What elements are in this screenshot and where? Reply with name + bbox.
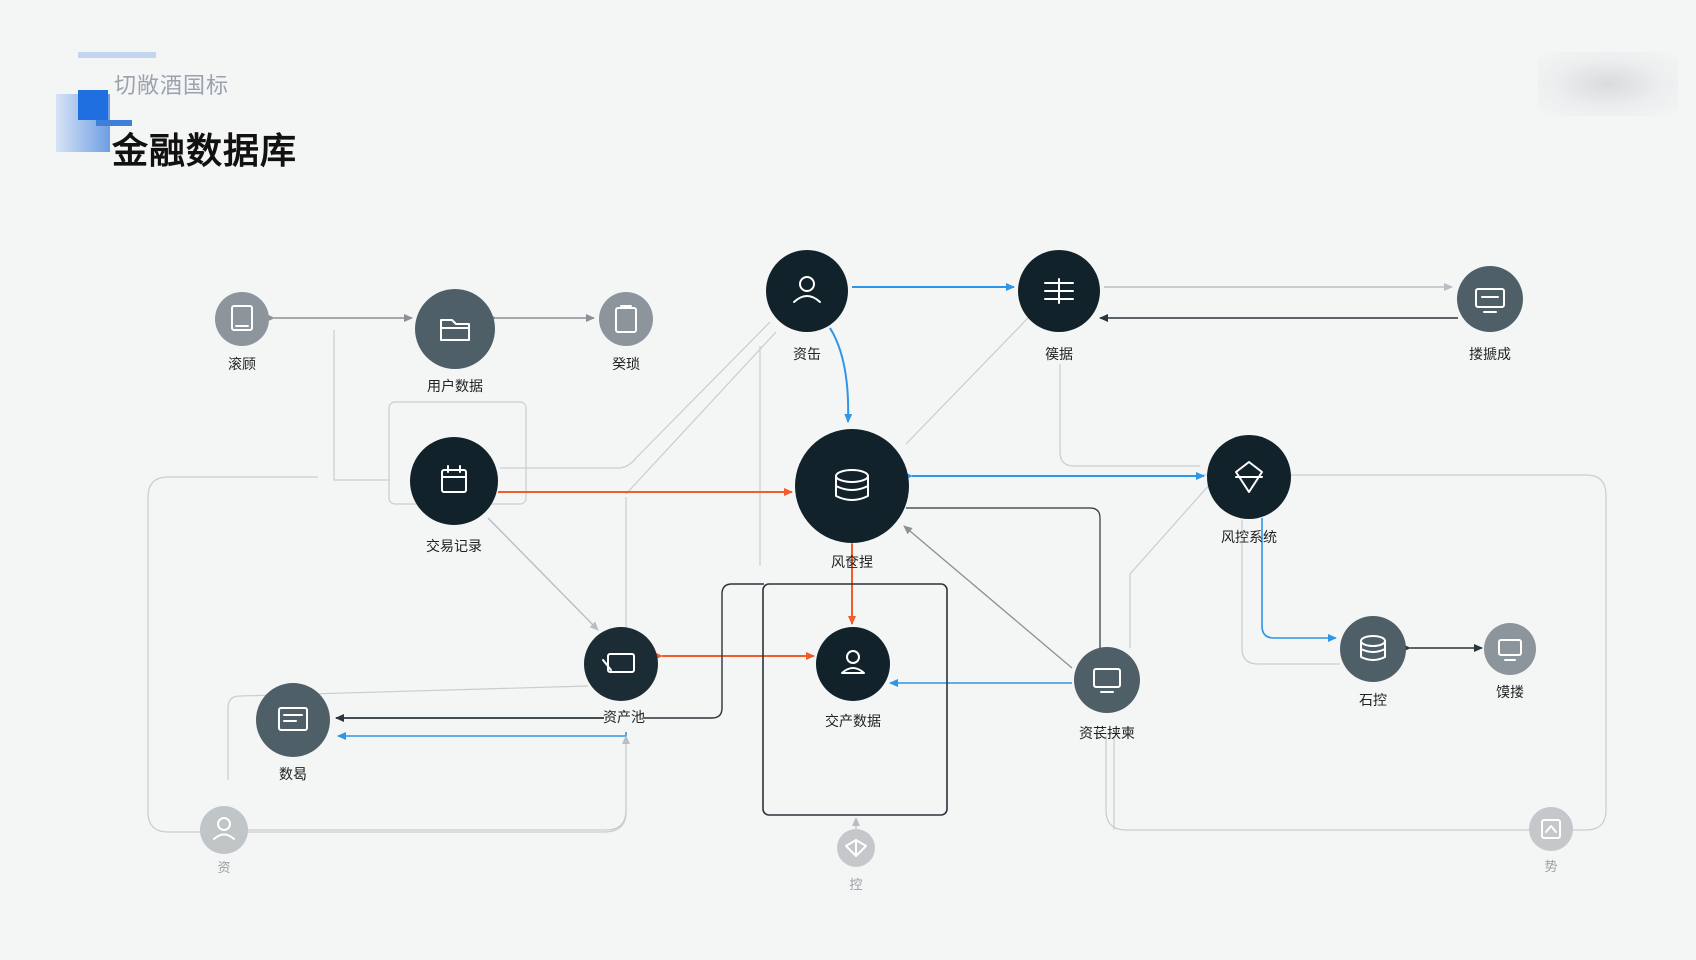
wallet-icon xyxy=(602,653,635,673)
node-data-top[interactable]: 篌据 xyxy=(1018,250,1100,363)
monitor-icon xyxy=(1475,288,1505,313)
background-connectors xyxy=(147,317,1607,833)
edge-review-center xyxy=(903,525,1073,669)
page-subtitle: 切敞酒国标 xyxy=(114,74,230,99)
connector-bottom-left-loop xyxy=(227,685,589,780)
node-label: 搂搋成 xyxy=(1469,347,1511,363)
user-icon xyxy=(213,817,235,840)
blurred-region xyxy=(1538,52,1678,116)
edges xyxy=(240,283,1483,831)
connector-user-to-trade xyxy=(333,330,390,481)
edge-risk-rightdb xyxy=(1261,518,1337,642)
header: 切敞酒国标 金融数据库 xyxy=(56,52,376,172)
clipboard-icon xyxy=(615,305,637,333)
shield-icon xyxy=(845,839,867,857)
node-label: 数曷 xyxy=(279,767,307,783)
edge-trade-pool xyxy=(487,517,599,631)
node-label: 交产数据 xyxy=(825,713,881,730)
node-user-data[interactable]: 用户数据 xyxy=(415,289,495,395)
node-label: 控 xyxy=(849,878,862,893)
logo-decoration xyxy=(78,90,108,120)
node-asset-review[interactable]: 资苌挟柬 xyxy=(1074,647,1140,742)
node-left-top[interactable]: 滚顾 xyxy=(215,292,269,373)
node-faint-bottom[interactable]: 控 xyxy=(837,829,875,893)
connector-datatop-vertical xyxy=(1059,364,1200,467)
node-label: 交易记录 xyxy=(426,538,482,555)
edge-center-review xyxy=(906,507,1101,652)
node-capital[interactable]: 资缶 xyxy=(766,250,848,363)
user-icon xyxy=(841,650,865,674)
monitor-icon xyxy=(1093,668,1121,693)
edge-pool-box xyxy=(644,583,764,719)
outer-frame-left xyxy=(147,476,627,833)
user-icon xyxy=(793,276,821,303)
folder-icon xyxy=(440,319,470,341)
node-top-right[interactable]: 搂搋成 xyxy=(1457,266,1523,363)
database-icon xyxy=(1360,635,1386,661)
database-icon xyxy=(835,469,869,501)
edge-faintleft-pool xyxy=(240,735,630,831)
node-risk-system[interactable]: 风控系统 xyxy=(1207,435,1291,546)
node-asset-data[interactable]: 交产数据 xyxy=(816,627,890,730)
node-label: 资 xyxy=(217,861,230,876)
outer-frame-right xyxy=(1105,474,1607,831)
node-right-db[interactable]: 石控 xyxy=(1340,616,1406,709)
node-far-right[interactable]: 馍搂 xyxy=(1484,623,1536,701)
connector-risk-to-review xyxy=(1129,483,1211,648)
node-label: 资缶 xyxy=(793,347,821,363)
monitor-icon xyxy=(1498,639,1522,661)
asset-data-box xyxy=(762,583,948,816)
node-label: 滚顾 xyxy=(228,356,256,373)
node-label: 癸琐 xyxy=(612,356,640,373)
calendar-icon xyxy=(441,465,467,493)
logo-decoration xyxy=(96,120,132,126)
edge-capital-center xyxy=(829,327,853,423)
node-asset-pool[interactable]: 资产池 xyxy=(584,627,658,726)
shield-icon xyxy=(1235,461,1263,493)
node-label: 篌据 xyxy=(1045,346,1073,363)
node-right-of-user[interactable]: 癸琐 xyxy=(599,292,653,373)
page-title: 金融数据库 xyxy=(112,131,298,172)
node-label: 资产池 xyxy=(603,710,645,726)
tablet-icon xyxy=(231,305,253,331)
connector-risk-down-loop xyxy=(1241,520,1340,665)
node-label: 风奁捏 xyxy=(831,555,873,571)
node-label: 资苌挟柬 xyxy=(1079,726,1135,742)
list-icon xyxy=(1044,278,1074,304)
connector-center-to-data xyxy=(905,317,1029,445)
node-label: 风控系统 xyxy=(1221,530,1277,546)
node-label: 馍搂 xyxy=(1496,685,1524,701)
node-label: 石控 xyxy=(1359,693,1387,709)
node-bottom-left[interactable]: 数曷 xyxy=(256,683,330,783)
node-faint-left[interactable]: 资 xyxy=(200,806,248,876)
document-icon xyxy=(278,707,308,731)
connector-pool-to-capital xyxy=(625,331,777,495)
logo-decoration xyxy=(78,52,156,58)
node-faint-right[interactable]: 势 xyxy=(1529,807,1573,875)
node-label: 用户数据 xyxy=(427,378,483,395)
edge-pool-bottomleft-blue xyxy=(337,732,627,740)
node-label: 势 xyxy=(1544,859,1557,875)
node-risk-center[interactable]: 风奁捏 xyxy=(795,429,909,571)
connector-trade-to-capital xyxy=(500,321,771,469)
node-trade-record[interactable]: 交易记录 xyxy=(410,437,498,555)
frame-icon xyxy=(1541,819,1561,839)
